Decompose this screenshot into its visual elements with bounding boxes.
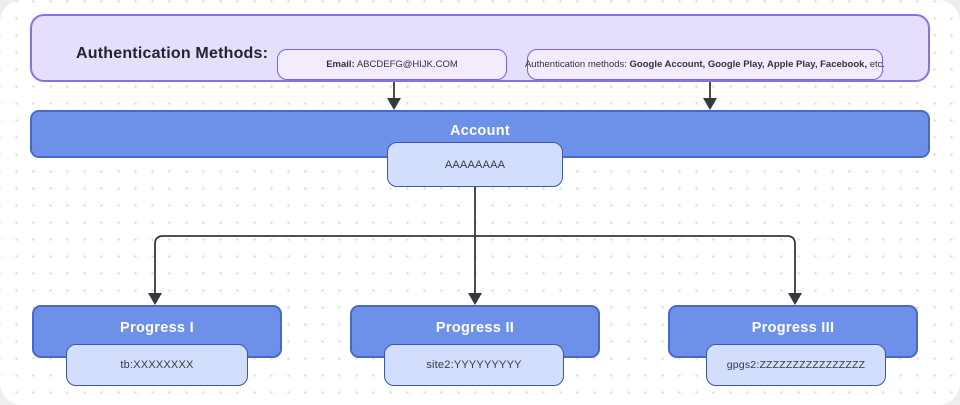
- progress-2-value: site2:YYYYYYYYY: [426, 359, 522, 371]
- progress-3-value-box[interactable]: gpgs2:ZZZZZZZZZZZZZZZZ: [706, 344, 886, 386]
- email-chip-label: Email: ABCDEFG@HIJK.COM: [326, 59, 458, 70]
- progress-1-value: tb:XXXXXXXX: [120, 359, 194, 371]
- authentication-methods-panel[interactable]: Authentication Methods: Email: ABCDEFG@H…: [30, 14, 930, 82]
- account-value: AAAAAAAA: [444, 158, 506, 171]
- progress-1-value-box[interactable]: tb:XXXXXXXX: [66, 344, 248, 386]
- account-value-box[interactable]: AAAAAAAA: [387, 142, 563, 187]
- email-chip[interactable]: Email: ABCDEFG@HIJK.COM: [277, 49, 507, 80]
- progress-2-title: Progress II: [435, 320, 515, 336]
- auth-providers-label: Authentication methods: Google Account, …: [524, 59, 886, 70]
- account-title: Account: [449, 123, 511, 139]
- progress-1-title: Progress I: [120, 320, 194, 336]
- authentication-methods-title: Authentication Methods:: [76, 45, 269, 62]
- auth-providers-chip[interactable]: Authentication methods: Google Account, …: [524, 49, 886, 80]
- progress-2-value-box[interactable]: site2:YYYYYYYYY: [384, 344, 564, 386]
- progress-3-title: Progress III: [751, 320, 835, 336]
- progress-3-value: gpgs2:ZZZZZZZZZZZZZZZZ: [726, 359, 866, 371]
